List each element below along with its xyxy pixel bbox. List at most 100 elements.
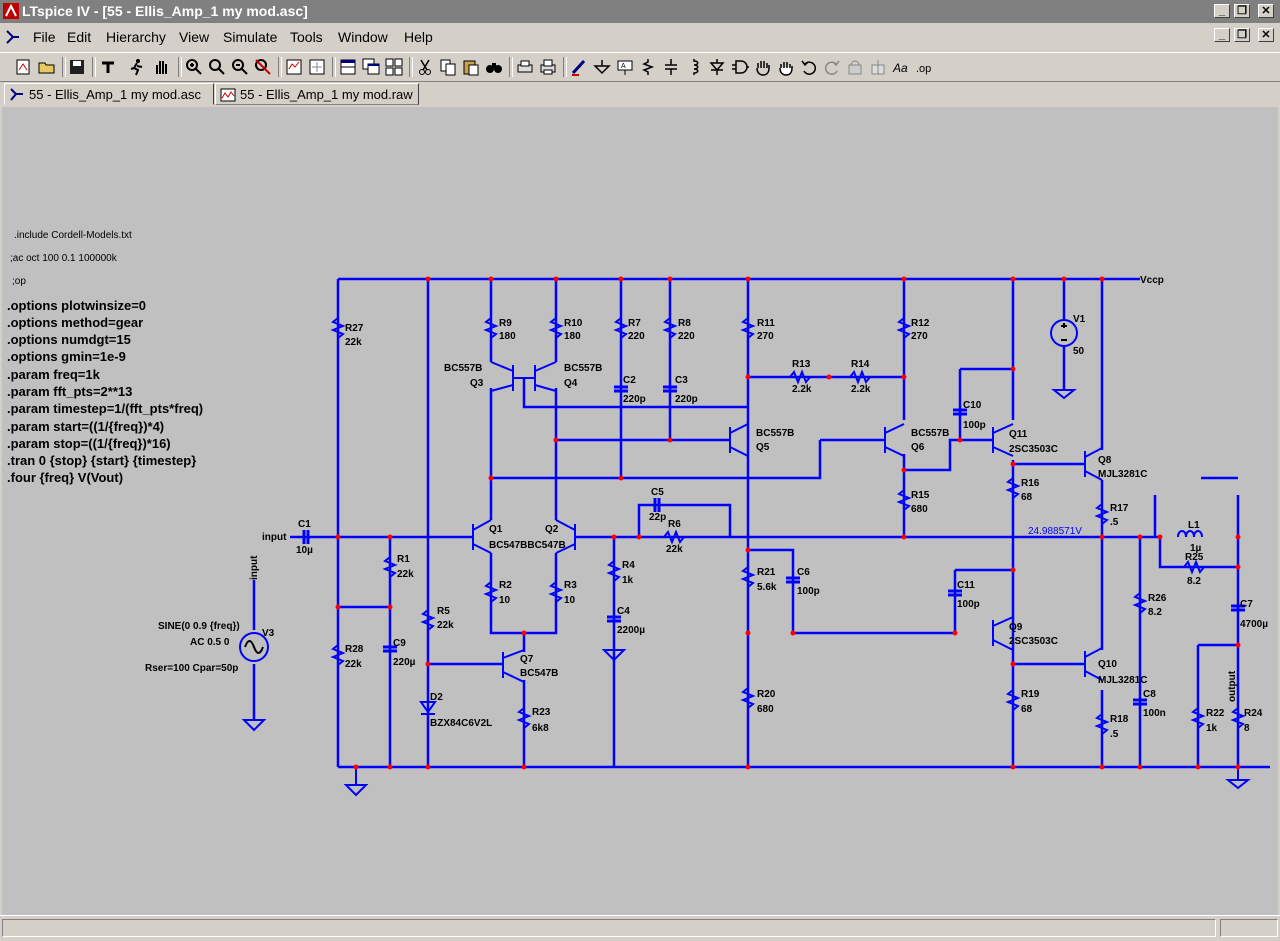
net-label-input-vertical[interactable]: input (249, 555, 260, 580)
model-label[interactable]: BC557B (911, 428, 949, 439)
value-label[interactable]: 22k (397, 569, 414, 580)
resistor-icon[interactable] (638, 57, 658, 77)
ref-label[interactable]: R17 (1110, 503, 1129, 514)
tab-schematic[interactable]: 55 - Ellis_Amp_1 my mod.asc (4, 83, 214, 105)
ref-label[interactable]: L1 (1188, 520, 1200, 531)
value-label[interactable]: 270 (757, 331, 774, 342)
window-tile-icon[interactable] (338, 57, 358, 77)
ref-label[interactable]: Q6 (911, 442, 925, 453)
transistors[interactable] (460, 361, 1103, 683)
tile-horizontal-icon[interactable] (284, 57, 304, 77)
paste-icon[interactable] (461, 57, 481, 77)
ref-label[interactable]: R3 (564, 580, 577, 591)
spice-options[interactable]: .options plotwinsize=0 .options method=g… (7, 298, 203, 485)
model-label[interactable]: MJL3281C (1098, 675, 1147, 686)
close-button[interactable]: ✕ (1258, 4, 1274, 18)
directive-line[interactable]: .param fft_pts=2**13 (7, 384, 132, 399)
value-label[interactable]: 22k (437, 620, 454, 631)
capacitors[interactable] (302, 385, 1245, 706)
directive-line[interactable]: .param timestep=1/(fft_pts*freq) (7, 401, 203, 416)
zoom-in-icon[interactable] (184, 57, 204, 77)
value-label[interactable]: 1k (1206, 723, 1218, 734)
ref-label[interactable]: C5 (651, 487, 664, 498)
text-icon[interactable]: Aa (891, 57, 911, 77)
run-icon[interactable] (127, 57, 147, 77)
menu-tools[interactable]: Tools (290, 29, 323, 45)
menu-help[interactable]: Help (404, 29, 433, 45)
value-label[interactable]: 10 (499, 595, 511, 606)
control-panel-icon[interactable] (98, 57, 118, 77)
capacitor-icon[interactable] (661, 57, 681, 77)
value-label[interactable]: 1k (622, 575, 634, 586)
ref-label[interactable]: R7 (628, 318, 641, 329)
redo-icon[interactable] (822, 57, 842, 77)
net-label-output[interactable]: output (1227, 670, 1238, 702)
ref-label[interactable]: R27 (345, 323, 364, 334)
ref-label[interactable]: R20 (757, 689, 776, 700)
zoom-fit-icon[interactable] (253, 57, 273, 77)
ref-label[interactable]: R11 (757, 318, 775, 329)
value-label[interactable]: 100p (957, 599, 980, 610)
value-label[interactable]: 180 (499, 331, 516, 342)
value-label[interactable]: 680 (757, 704, 774, 715)
ref-label[interactable]: Q5 (756, 442, 770, 453)
ref-label[interactable]: D2 (430, 692, 443, 703)
document-icon[interactable] (4, 28, 22, 46)
find-icon[interactable] (484, 57, 504, 77)
component-icon[interactable] (730, 57, 750, 77)
menu-hierarchy[interactable]: Hierarchy (106, 29, 166, 45)
value-label[interactable]: 50 (1073, 346, 1085, 357)
resistors[interactable] (330, 317, 1246, 735)
diode-icon[interactable] (707, 57, 727, 77)
ref-label[interactable]: R23 (532, 707, 551, 718)
draw-wire-icon[interactable] (569, 57, 589, 77)
ref-label[interactable]: R28 (345, 644, 364, 655)
ref-label[interactable]: C2 (623, 375, 636, 386)
new-schematic-icon[interactable] (13, 57, 33, 77)
ref-label[interactable]: R21 (757, 567, 776, 578)
value-label[interactable]: 68 (1021, 492, 1033, 503)
schematic-canvas[interactable]: .include Cordell-Models.txt ;ac oct 100 … (2, 107, 1278, 915)
doc-close-button[interactable]: ✕ (1258, 28, 1274, 42)
label-net-icon[interactable]: A (615, 57, 635, 77)
value-label[interactable]: 220 (678, 331, 695, 342)
pan-icon[interactable] (207, 57, 227, 77)
directive-include[interactable]: .include Cordell-Models.txt (14, 230, 132, 241)
ref-label[interactable]: R8 (678, 318, 691, 329)
model-label[interactable]: 2SC3503C (1009, 636, 1058, 647)
ref-label[interactable]: R19 (1021, 689, 1040, 700)
directive-line[interactable]: .param stop=((1/{freq})*16) (7, 436, 171, 451)
tile-vertical-icon[interactable] (307, 57, 327, 77)
menu-file[interactable]: File (33, 29, 56, 45)
value-label[interactable]: 180 (564, 331, 581, 342)
minimize-button[interactable]: _ (1214, 4, 1230, 18)
value-label[interactable]: 100n (1143, 708, 1166, 719)
source-ac-spec[interactable]: AC 0.5 0 (190, 637, 230, 648)
value-label[interactable]: 220µ (393, 657, 416, 668)
ref-label[interactable]: Q1 (489, 524, 503, 535)
window-arrange-icon[interactable] (384, 57, 404, 77)
ref-label[interactable]: C6 (797, 567, 810, 578)
halt-icon[interactable] (151, 57, 171, 77)
source-sine-spec[interactable]: SINE(0 0.9 {freq}) (158, 621, 240, 632)
value-label[interactable]: 8.2 (1187, 576, 1201, 587)
ref-label[interactable]: R15 (911, 490, 930, 501)
spice-directives[interactable]: .include Cordell-Models.txt ;ac oct 100 … (10, 230, 132, 287)
directive-line[interactable]: .options method=gear (7, 315, 143, 330)
ref-label[interactable]: V3 (262, 628, 275, 639)
value-label[interactable]: 68 (1021, 704, 1033, 715)
doc-restore-button[interactable]: ❐ (1234, 28, 1250, 42)
copy-icon[interactable] (438, 57, 458, 77)
drag-hand-icon[interactable] (776, 57, 796, 77)
ref-label[interactable]: C7 (1240, 599, 1253, 610)
value-label[interactable]: 6k8 (532, 723, 549, 734)
directive-line[interactable]: .four {freq} V(Vout) (7, 470, 123, 485)
menu-view[interactable]: View (179, 29, 210, 45)
ref-label[interactable]: R22 (1206, 708, 1225, 719)
ref-label[interactable]: R26 (1148, 593, 1167, 604)
value-label[interactable]: 680 (911, 504, 928, 515)
model-label[interactable]: MJL3281C (1098, 469, 1147, 480)
value-label[interactable]: 10 (564, 595, 576, 606)
directive-line[interactable]: .tran 0 {stop} {start} {timestep} (7, 453, 196, 468)
other-components[interactable] (239, 319, 1203, 715)
